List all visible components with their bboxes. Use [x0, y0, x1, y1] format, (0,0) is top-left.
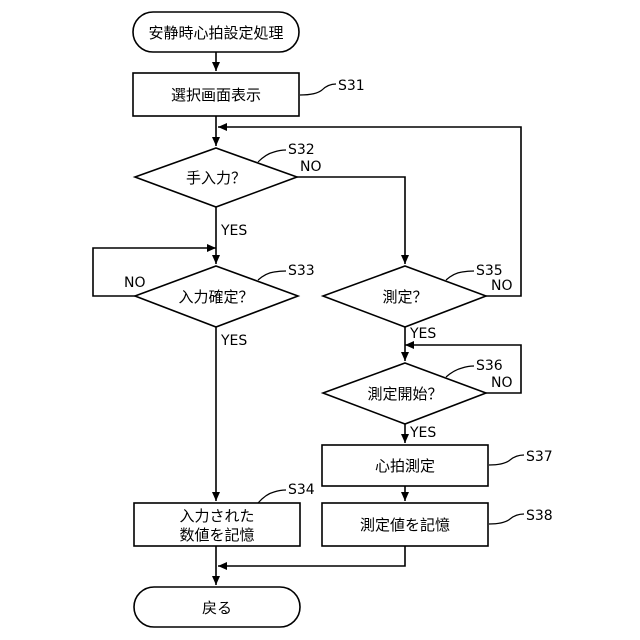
- step-label-s31: S31: [338, 78, 365, 94]
- leader-s37: [489, 455, 524, 465]
- leader-s32: [258, 150, 286, 162]
- process-s37-label: 心拍測定: [375, 457, 435, 475]
- branch-label-s32-no: NO: [300, 159, 322, 175]
- decision-s32: 手入力？: [135, 148, 297, 207]
- step-label-s38: S38: [526, 508, 553, 524]
- decision-s32-label: 手入力？: [186, 169, 246, 187]
- branch-label-s33-yes: YES: [220, 333, 247, 349]
- edge-s32-no-to-s35: [297, 177, 405, 264]
- step-label-s33: S33: [288, 263, 315, 279]
- leader-s35: [446, 271, 474, 280]
- branch-label-s32-yes: YES: [220, 223, 247, 239]
- process-s38-label: 測定値を記憶: [360, 516, 450, 534]
- start-node: 安静時心拍設定処理: [133, 12, 299, 52]
- branch-label-s33-no: NO: [124, 275, 146, 291]
- leader-s36: [446, 366, 474, 377]
- edge-s38-to-merge: [218, 546, 405, 566]
- leader-s31: [300, 84, 336, 95]
- process-s37: 心拍測定: [322, 445, 488, 486]
- branch-label-s36-yes: YES: [409, 425, 436, 441]
- branch-label-s35-yes: YES: [409, 326, 436, 342]
- step-label-s34: S34: [288, 482, 315, 498]
- process-s31: 選択画面表示: [133, 73, 299, 116]
- decision-s33-label: 入力確定？: [178, 288, 253, 306]
- process-s34-label-line1: 入力された: [179, 507, 254, 525]
- leader-s38: [489, 514, 524, 524]
- branch-label-s36-no: NO: [491, 375, 513, 391]
- decision-s36-label: 測定開始？: [367, 385, 442, 403]
- end-node-label: 戻る: [202, 599, 232, 617]
- process-s31-label: 選択画面表示: [171, 86, 261, 104]
- start-node-label: 安静時心拍設定処理: [148, 24, 283, 42]
- branch-label-s35-no: NO: [491, 278, 513, 294]
- step-label-s32: S32: [288, 142, 315, 158]
- decision-s36: 測定開始？: [323, 363, 486, 424]
- decision-s35: 測定？: [323, 266, 486, 327]
- leader-s34: [258, 490, 286, 503]
- decision-s35-label: 測定？: [382, 288, 427, 306]
- leader-s33: [258, 271, 286, 280]
- process-s38: 測定値を記憶: [322, 503, 488, 546]
- step-label-s35: S35: [476, 263, 503, 279]
- step-label-s37: S37: [526, 449, 553, 465]
- process-s34: 入力された 数値を記憶: [134, 503, 300, 546]
- step-label-s36: S36: [476, 358, 503, 374]
- process-s34-label-line2: 数値を記憶: [179, 526, 254, 544]
- end-node: 戻る: [134, 587, 300, 627]
- decision-s33: 入力確定？: [135, 266, 298, 327]
